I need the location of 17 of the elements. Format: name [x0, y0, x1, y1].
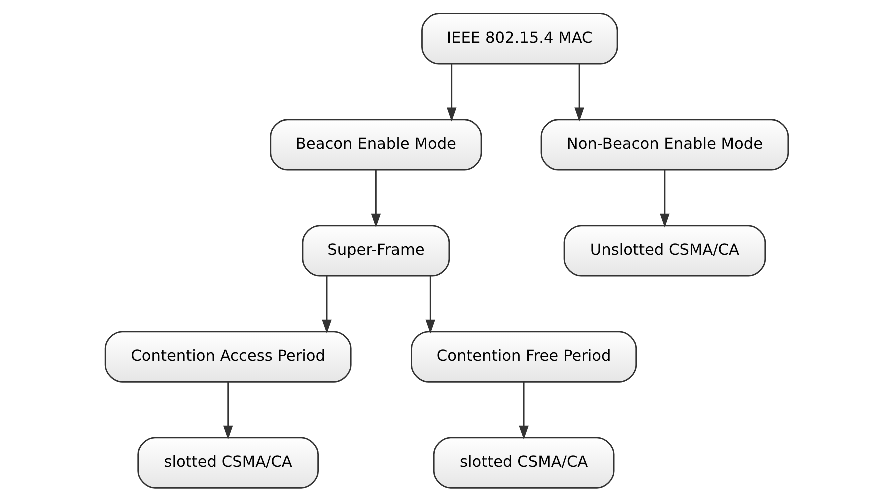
arrow	[660, 170, 670, 228]
arrow	[574, 64, 584, 122]
node-box: Unslotted CSMA/CA	[563, 225, 766, 277]
arrow	[322, 276, 332, 334]
node-box: Contention Free Period	[410, 331, 637, 383]
arrow	[446, 64, 456, 122]
node-box: slotted CSMA/CA	[432, 437, 614, 489]
arrow	[222, 382, 233, 440]
node-box: Super-Frame	[302, 225, 450, 277]
arrow	[370, 170, 381, 228]
node-box: slotted CSMA/CA	[137, 437, 319, 489]
arrow	[518, 382, 528, 440]
node-box: Non-Beacon Enable Mode	[540, 119, 789, 171]
arrow	[425, 276, 435, 334]
node-box: Contention Access Period	[104, 331, 352, 383]
node-box: Beacon Enable Mode	[270, 119, 482, 171]
node-box: IEEE 802.15.4 MAC	[421, 13, 618, 65]
